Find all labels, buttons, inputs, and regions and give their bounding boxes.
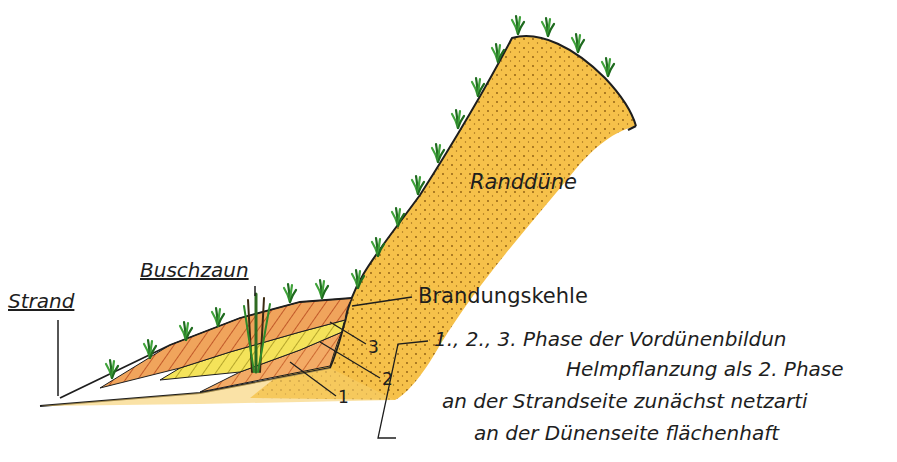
callout-number: 1 [338, 388, 349, 408]
leader-line [254, 286, 256, 296]
grass-blade [218, 314, 224, 326]
part-label: Brandungskehle [418, 284, 588, 308]
part-label: Randdüne [470, 170, 577, 194]
grass-blade [398, 214, 404, 226]
grass-tuft [180, 322, 192, 340]
grass-blade [290, 290, 296, 302]
part-label: Strand [8, 290, 74, 313]
leader-line [352, 297, 412, 306]
grass-tuft [412, 176, 424, 194]
grass-tuft [392, 208, 404, 226]
note-bracket [378, 341, 428, 438]
note-text: an der Dünenseite flächenhaft [474, 422, 779, 445]
dune-tip [628, 126, 636, 130]
brush-fence [244, 294, 270, 372]
part-label: Buschzaun [140, 259, 249, 282]
grass-tuft [284, 284, 296, 302]
note-text: an der Strandseite zunächst netzarti [442, 390, 808, 413]
grass-tuft [352, 270, 364, 288]
grass-blade [358, 276, 364, 288]
grass-blade [548, 24, 554, 36]
dune-surface [345, 36, 636, 322]
grass-blade [150, 346, 156, 358]
grass-tuft [212, 308, 224, 326]
grass-tuft [452, 110, 464, 128]
grass-blade [608, 64, 614, 76]
leader-line [290, 362, 336, 396]
grass-tuft [492, 44, 504, 62]
grass-blade [186, 328, 192, 340]
grass-blade [518, 22, 524, 34]
callout-number: 2 [382, 370, 393, 390]
grass-tuft [316, 280, 328, 298]
grass-blade [112, 366, 118, 378]
grass-tuft [372, 238, 384, 256]
callout-number: 3 [368, 338, 379, 358]
grass-tuft [512, 16, 524, 34]
note-text: 1., 2., 3. Phase der Vordünenbildun [434, 328, 787, 351]
note-text: Helmpflanzung als 2. Phase [566, 358, 844, 381]
grass-tuft [432, 144, 444, 162]
grass-tuft [572, 34, 584, 52]
grass-blade [478, 84, 484, 96]
grass-tuft [472, 78, 484, 96]
leader-line [330, 322, 366, 344]
grass-tuft [542, 18, 554, 36]
grass-blade [578, 40, 584, 52]
grass-blade [498, 50, 504, 62]
leader-line [57, 320, 59, 396]
grass-blade [438, 150, 444, 162]
grass-blade [458, 116, 464, 128]
grass-tuft [144, 340, 156, 358]
grass-blade [418, 182, 424, 194]
grass-blade [322, 286, 328, 298]
grass-blade [378, 244, 384, 256]
grass-tuft [106, 360, 118, 378]
grass-tuft [602, 58, 614, 76]
